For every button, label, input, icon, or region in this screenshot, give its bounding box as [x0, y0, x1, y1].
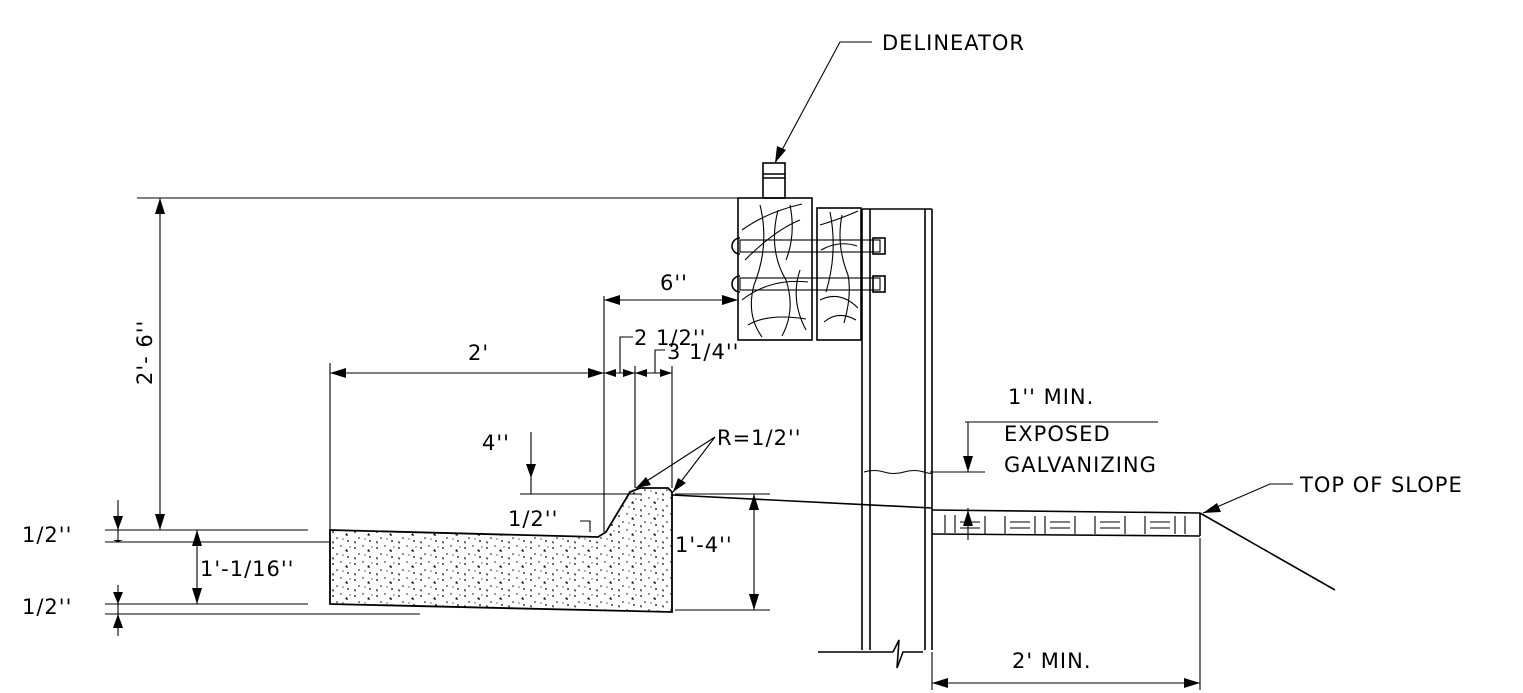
dim-half-inch-lip: [580, 520, 591, 532]
concrete-curb: [329, 487, 673, 613]
dim-half-inch-bottom-label: 1/2'': [22, 595, 72, 619]
dim-width-2ft: [329, 363, 604, 530]
radius-label: R=1/2'': [717, 426, 802, 450]
dim-depth-4in-label: 4'': [482, 431, 510, 455]
radius-leader: [635, 436, 716, 493]
steel-post: [818, 208, 933, 669]
delineator-icon: [762, 162, 786, 199]
dim-offset-6in: [604, 295, 738, 305]
guardrail-block-rear: [816, 207, 862, 341]
dim-width-2ft-label: 2': [468, 341, 489, 365]
delineator-leader: [774, 41, 872, 164]
dim-half-inch-bottom: [105, 585, 420, 636]
dim-slab-thickness-label: 1'-1/16'': [200, 557, 294, 581]
dim-offset-small: [604, 336, 672, 377]
bolt-icon: [731, 237, 886, 293]
dim-offset-3-1-4-label: 3 1/4'': [667, 340, 739, 364]
dim-depth-4in: [520, 432, 640, 495]
top-of-slope-leader: [1202, 483, 1293, 514]
dim-offset-6in-label: 6'': [660, 271, 688, 295]
exposed-galvanizing-note: [930, 421, 1158, 540]
dim-half-inch-top: [105, 500, 330, 543]
dim-curb-height-label: 1'-4'': [675, 533, 733, 557]
top-of-slope-label: TOP OF SLOPE: [1299, 473, 1463, 497]
dim-total-height: [137, 197, 740, 530]
guardrail-block-front: [737, 197, 813, 341]
exposed-galvanizing-line2: EXPOSED: [1004, 422, 1111, 446]
dim-slab-thickness: [192, 530, 202, 604]
dim-min-2ft-label: 2' MIN.: [1012, 649, 1092, 673]
dim-half-inch-top-label: 1/2'': [22, 523, 72, 547]
dim-half-inch-lip-label: 1/2'': [508, 507, 558, 531]
delineator-label: DELINEATOR: [882, 31, 1025, 55]
dim-min-2ft: [931, 538, 1201, 690]
dim-offset-2-1-2-label: 2 1/2'': [634, 326, 706, 350]
exposed-galvanizing-line3: GALVANIZING: [1004, 453, 1157, 477]
dim-total-height-label: 2'- 6'': [133, 320, 157, 385]
ground-strip: [671, 494, 1336, 591]
dim-curb-height: [675, 493, 770, 611]
exposed-galvanizing-line1: 1'' MIN.: [1008, 385, 1094, 409]
